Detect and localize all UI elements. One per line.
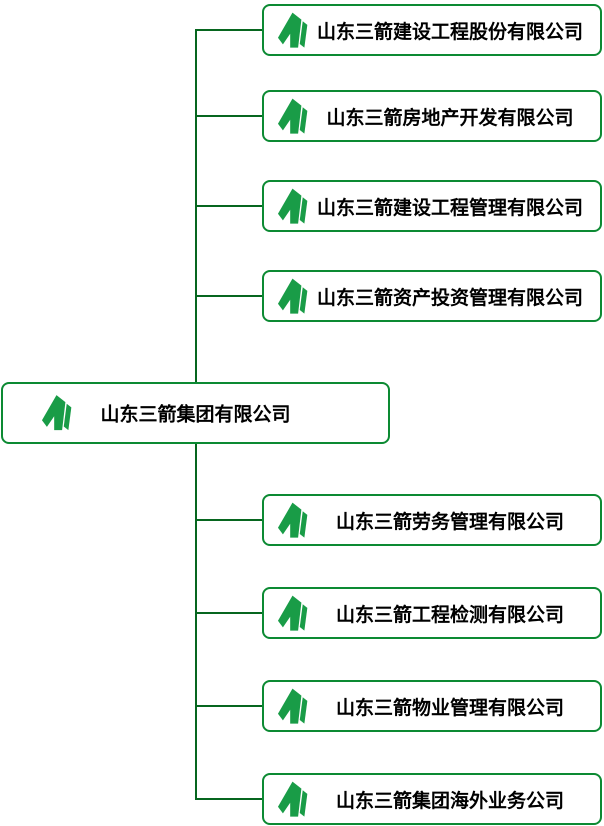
sanjian-arrow-logo-icon (275, 98, 308, 135)
org-node-subsidiary-7: 山东三箭物业管理有限公司 (262, 680, 602, 732)
connector-branch-5 (195, 519, 262, 521)
org-node-subsidiary-8: 山东三箭集团海外业务公司 (262, 773, 602, 825)
connector-trunk-lower (195, 444, 197, 800)
connector-branch-8 (195, 798, 262, 800)
org-node-subsidiary-1: 山东三箭建设工程股份有限公司 (262, 4, 602, 56)
sanjian-arrow-logo-icon (275, 12, 308, 49)
connector-branch-6 (195, 612, 262, 614)
connector-branch-7 (195, 705, 262, 707)
org-node-label: 山东三箭房地产开发有限公司 (326, 107, 574, 129)
org-node-label: 山东三箭集团海外业务公司 (335, 790, 564, 812)
org-node-label: 山东三箭劳务管理有限公司 (335, 511, 564, 533)
org-node-subsidiary-2: 山东三箭房地产开发有限公司 (262, 90, 602, 142)
org-node-label: 山东三箭物业管理有限公司 (335, 697, 564, 719)
sanjian-arrow-logo-icon (275, 278, 308, 315)
connector-branch-1 (195, 29, 262, 31)
org-node-label: 山东三箭工程检测有限公司 (335, 604, 564, 626)
sanjian-arrow-logo-icon (275, 688, 308, 725)
sanjian-arrow-logo-icon (275, 781, 308, 818)
connector-branch-4 (195, 295, 262, 297)
sanjian-arrow-logo-icon (275, 595, 308, 632)
org-node-root: 山东三箭集团有限公司 (1, 382, 390, 444)
sanjian-arrow-logo-icon (275, 502, 308, 539)
org-node-label: 山东三箭资产投资管理有限公司 (316, 287, 583, 309)
connector-branch-2 (195, 115, 262, 117)
org-node-label: 山东三箭建设工程股份有限公司 (316, 21, 583, 43)
connector-branch-3 (195, 205, 262, 207)
sanjian-arrow-logo-icon (275, 188, 308, 225)
org-node-subsidiary-3: 山东三箭建设工程管理有限公司 (262, 180, 602, 232)
org-node-label: 山东三箭建设工程管理有限公司 (316, 197, 583, 219)
org-node-subsidiary-5: 山东三箭劳务管理有限公司 (262, 494, 602, 546)
org-node-subsidiary-6: 山东三箭工程检测有限公司 (262, 587, 602, 639)
org-node-root-label: 山东三箭集团有限公司 (100, 404, 291, 426)
org-node-subsidiary-4: 山东三箭资产投资管理有限公司 (262, 270, 602, 322)
